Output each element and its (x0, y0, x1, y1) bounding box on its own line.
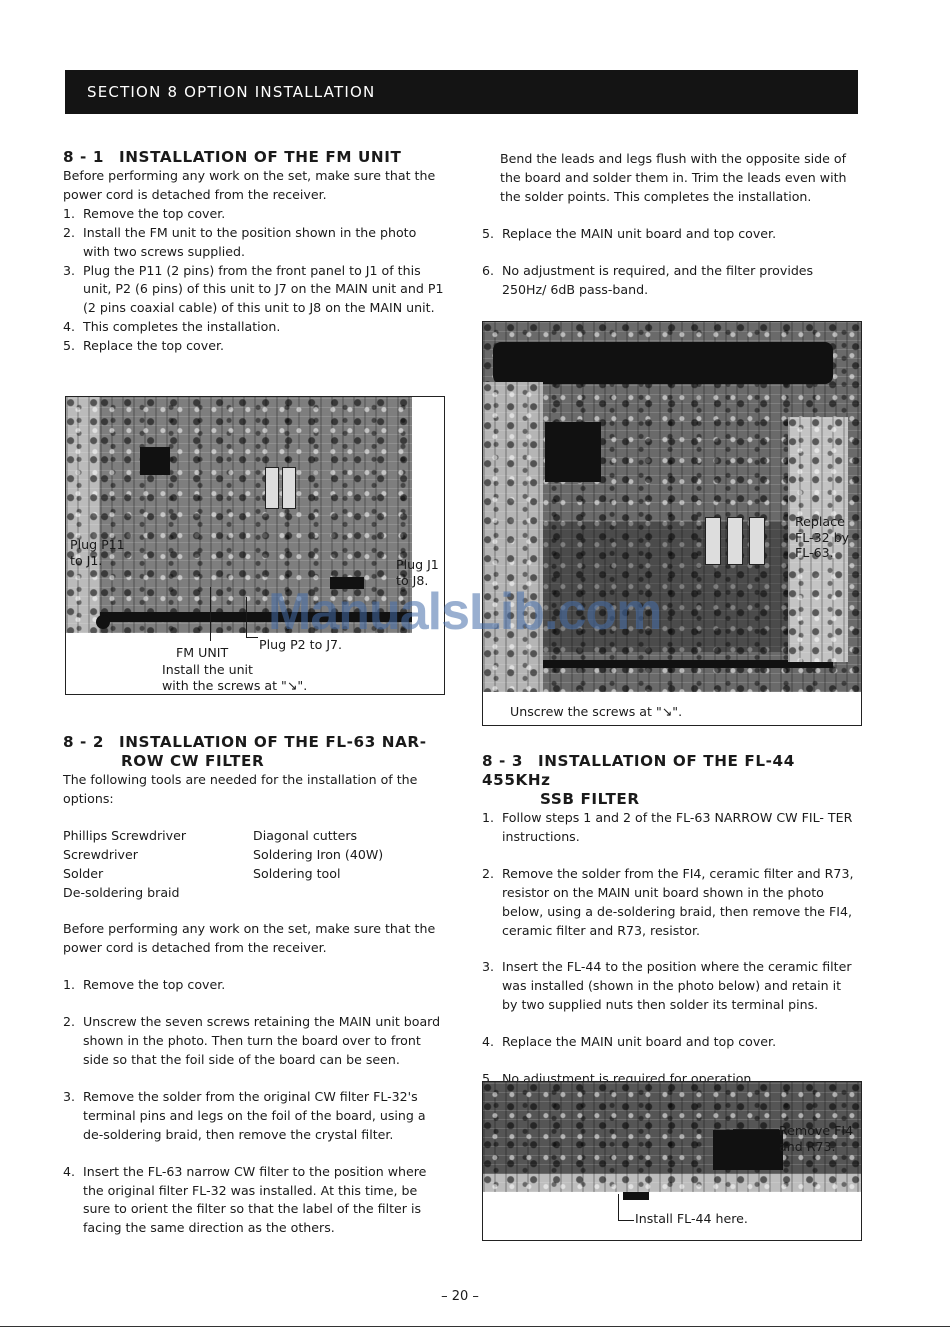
list-item: 4.This completes the installation. (63, 319, 281, 335)
list-item (253, 884, 443, 903)
list-item: 4.Insert the FL-63 narrow CW filter to t… (63, 1163, 427, 1236)
main-board-image (483, 322, 861, 692)
label-plug-p11: Plug P11 to J1. (70, 537, 125, 568)
section-8-2-steps: 1.Remove the top cover. 2.Unscrew the se… (63, 976, 445, 1238)
section-8-2-caution: Before performing any work on the set, m… (63, 921, 436, 956)
label-fm-unit: FM UNIT (176, 645, 229, 660)
fl44-photo: Remove FI4 and R73. Install FL-44 here. (482, 1081, 862, 1241)
fm-unit-board-image (100, 397, 412, 633)
watermark: ManualsLib.com (268, 583, 662, 641)
page-number: – 20 – (441, 1289, 479, 1304)
list-item: 4.Replace the MAIN unit board and top co… (482, 1034, 777, 1050)
list-item: 2.Unscrew the seven screws retaining the… (63, 1014, 441, 1067)
continued-text: Bend the leads and legs flush with the o… (500, 151, 847, 204)
section-title: SECTION 8 OPTION INSTALLATION (87, 83, 376, 101)
section-8-2-continued: Bend the leads and legs flush with the o… (482, 150, 860, 299)
fm-unit-photo: Plug P11 to J1. Plug J1 to J8. Plug P2 t… (65, 396, 445, 695)
list-item: Soldering Iron (40W) (253, 846, 384, 862)
list-item: Solder (63, 865, 104, 881)
list-item: Soldering tool (253, 865, 341, 881)
list-item: 1.Remove the top cover. (63, 977, 226, 993)
photo-caption: Unscrew the screws at "↘". (510, 704, 683, 719)
label-remove-fi4: Remove FI4 and R73. (779, 1123, 854, 1154)
list-item: 2.Remove the solder from the FI4, cerami… (482, 865, 854, 938)
section-header: SECTION 8 OPTION INSTALLATION (65, 70, 858, 114)
list-item: Screwdriver (63, 846, 138, 862)
label-plug-j1: Plug J1 to J8. (396, 557, 439, 588)
list-item: Diagonal cutters (253, 827, 358, 843)
list-item: De-soldering braid (63, 884, 180, 900)
list-item: 5.Replace the top cover. (63, 338, 224, 354)
list-item: 1.Follow steps 1 and 2 of the FL-63 NARR… (482, 810, 853, 844)
footer-rule (0, 1326, 950, 1327)
list-item: Phillips Screwdriver (63, 827, 187, 843)
list-item: 6.No adjustment is required, and the fil… (482, 262, 814, 297)
fl44-board-image (483, 1082, 861, 1174)
list-item: 3.Remove the solder from the original CW… (63, 1088, 426, 1142)
list-item: 3.Plug the P11 (2 pins) from the front p… (63, 262, 444, 316)
list-item: 1.Remove the top cover. (63, 205, 226, 221)
photo-caption: Install the unit with the screws at "↘". (162, 662, 308, 693)
section-8-1-steps: 1.Remove the top cover. 2.Install the FM… (63, 205, 445, 356)
list-item: 5.Replace the MAIN unit board and top co… (482, 225, 777, 241)
list-item: 2.Install the FM unit to the position sh… (63, 224, 417, 259)
section-8-3-steps: 1.Follow steps 1 and 2 of the FL-63 NARR… (482, 809, 860, 1089)
list-item: 3.Insert the FL-44 to the position where… (482, 959, 852, 1013)
tools-list: Phillips Screwdriver Diagonal cutters Sc… (63, 827, 445, 903)
label-replace-filter: Replace FL-32 by FL-63. (795, 514, 850, 560)
section-8-1-intro: Before performing any work on the set, m… (63, 168, 436, 202)
section-8-2-intro: The following tools are needed for the i… (63, 772, 418, 806)
label-plug-p2: Plug P2 to J7. (259, 637, 343, 652)
main-board-photo: Replace FL-32 by FL-63. Unscrew the scre… (482, 321, 862, 726)
label-install-fl44: Install FL-44 here. (635, 1211, 748, 1226)
